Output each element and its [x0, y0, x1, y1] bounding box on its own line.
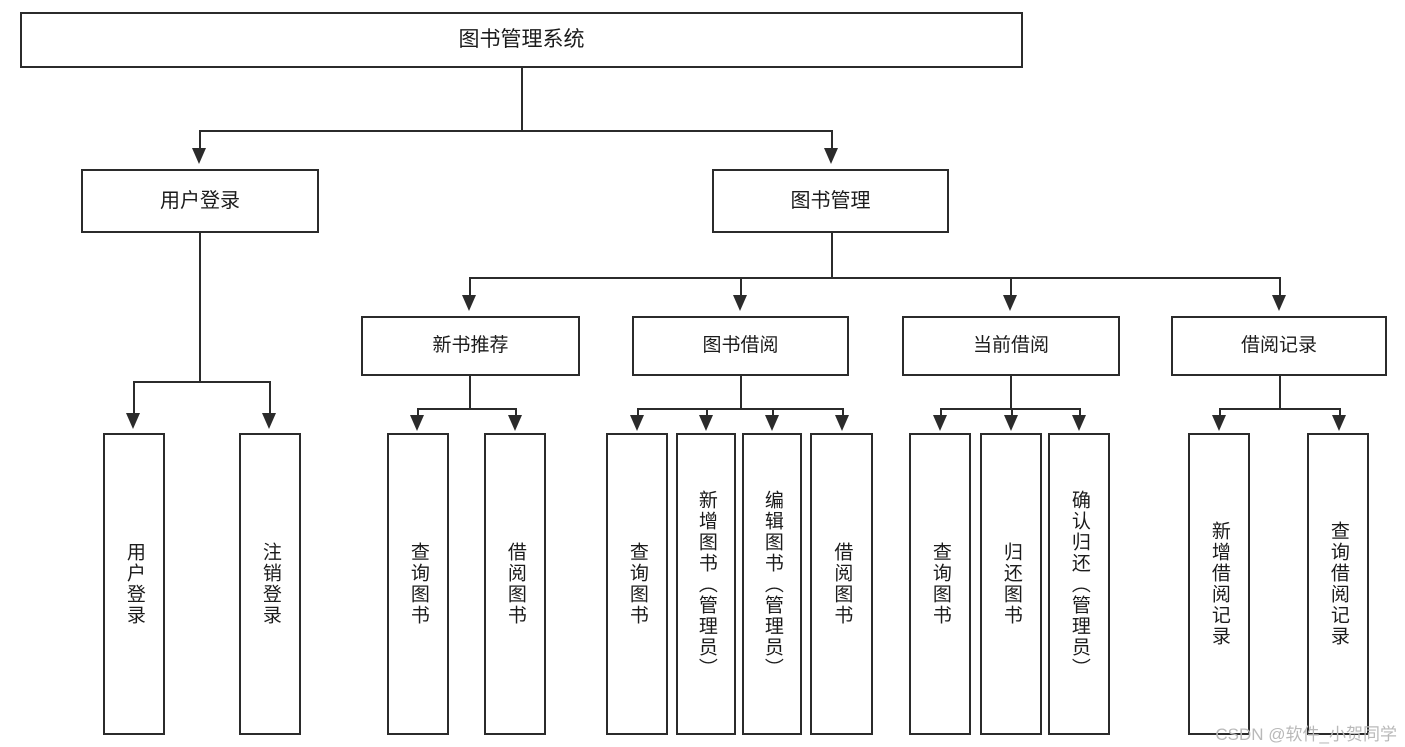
connector-to-leaf-query-book-3 — [940, 408, 942, 417]
connector-user-login-stem — [199, 233, 201, 381]
node-label: 查询图书 — [929, 542, 951, 626]
node-label: 借阅记录 — [1240, 335, 1317, 357]
leaf-user-login[interactable]: 用户登录 — [103, 433, 165, 735]
connector-to-current-borrow — [1010, 277, 1012, 297]
arrowhead-leaf-add-record — [1212, 415, 1226, 431]
node-label: 图书管理 — [790, 189, 871, 212]
arrowhead-book-borrow — [733, 295, 747, 311]
node-label: 用户登录 — [160, 189, 240, 212]
arrowhead-leaf-query-book-1 — [410, 415, 424, 431]
connector-to-leaf-borrow-book-2 — [842, 408, 844, 417]
arrowhead-leaf-logout — [262, 413, 276, 429]
connector-to-leaf-borrow-book-1 — [515, 408, 517, 417]
leaf-confirm-return-admin[interactable]: 确认归还（管理员） — [1048, 433, 1110, 735]
node-label: 图书管理系统 — [458, 27, 585, 51]
node-book-borrow[interactable]: 图书借阅 — [632, 316, 849, 376]
arrowhead-book-mgmt — [824, 148, 838, 164]
node-label: 注销登录 — [259, 542, 281, 626]
node-book-management[interactable]: 图书管理 — [712, 169, 949, 233]
arrowhead-leaf-add-book — [699, 415, 713, 431]
node-label: 当前借阅 — [972, 335, 1049, 357]
node-label: 用户登录 — [123, 542, 145, 626]
node-current-borrow[interactable]: 当前借阅 — [902, 316, 1120, 376]
arrowhead-borrow-record — [1272, 295, 1286, 311]
arrowhead-leaf-query-book-2 — [630, 415, 644, 431]
connector-new-book-rec-stem — [469, 376, 471, 408]
leaf-borrow-book[interactable]: 借阅图书 — [810, 433, 873, 735]
connector-root-stem — [521, 68, 523, 130]
leaf-query-borrow-record[interactable]: 查询借阅记录 — [1307, 433, 1369, 735]
connector-to-leaf-logout — [269, 381, 271, 415]
connector-to-borrow-record — [1279, 277, 1281, 297]
arrowhead-leaf-borrow-book-1 — [508, 415, 522, 431]
connector-book-borrow-stem — [740, 376, 742, 408]
connector-current-borrow-stem — [1010, 376, 1012, 408]
leaf-query-book-current[interactable]: 查询图书 — [909, 433, 971, 735]
connector-to-leaf-query-record — [1339, 408, 1341, 417]
arrowhead-leaf-borrow-book-2 — [835, 415, 849, 431]
connector-user-login-bus — [133, 381, 269, 383]
connector-borrow-record-bus — [1219, 408, 1339, 410]
node-user-login[interactable]: 用户登录 — [81, 169, 319, 233]
connector-to-new-book-rec — [469, 277, 471, 297]
connector-to-leaf-confirm-return — [1079, 408, 1081, 417]
leaf-edit-book-admin[interactable]: 编辑图书（管理员） — [742, 433, 802, 735]
connector-to-leaf-query-book-2 — [637, 408, 639, 417]
connector-book-borrow-bus — [637, 408, 842, 410]
connector-borrow-record-stem — [1279, 376, 1281, 408]
connector-book-mgmt-stem — [831, 233, 833, 277]
connector-to-leaf-edit-book — [772, 408, 774, 417]
connector-to-leaf-user-login — [133, 381, 135, 415]
connector-to-book-borrow — [740, 277, 742, 297]
node-label: 查询借阅记录 — [1327, 521, 1349, 647]
node-label: 查询图书 — [626, 542, 648, 626]
leaf-borrow-book-recommend[interactable]: 借阅图书 — [484, 433, 546, 735]
node-label: 图书借阅 — [702, 335, 779, 357]
connector-current-borrow-bus — [940, 408, 1080, 410]
node-label: 归还图书 — [1000, 542, 1022, 626]
leaf-add-book-admin[interactable]: 新增图书（管理员） — [676, 433, 736, 735]
connector-root-bus — [199, 130, 833, 132]
node-label: 新书推荐 — [432, 335, 509, 357]
arrowhead-new-book-rec — [462, 295, 476, 311]
node-label: 确认归还（管理员） — [1068, 489, 1090, 679]
connector-to-leaf-query-book-1 — [417, 408, 419, 417]
node-borrow-record[interactable]: 借阅记录 — [1171, 316, 1387, 376]
node-label: 借阅图书 — [831, 542, 853, 626]
arrowhead-leaf-user-login — [126, 413, 140, 429]
arrowhead-current-borrow — [1003, 295, 1017, 311]
connector-to-leaf-add-book — [706, 408, 708, 417]
connector-to-leaf-return-book — [1011, 408, 1013, 417]
arrowhead-leaf-query-record — [1332, 415, 1346, 431]
arrowhead-user-login — [192, 148, 206, 164]
leaf-query-book-borrow[interactable]: 查询图书 — [606, 433, 668, 735]
connector-book-mgmt-bus — [469, 277, 1280, 279]
arrowhead-leaf-query-book-3 — [933, 415, 947, 431]
node-label: 新增图书（管理员） — [695, 489, 717, 679]
node-label: 新增借阅记录 — [1208, 521, 1230, 647]
leaf-logout[interactable]: 注销登录 — [239, 433, 301, 735]
node-label: 查询图书 — [407, 542, 429, 626]
connector-root-to-user-login — [199, 130, 201, 150]
arrowhead-leaf-return-book — [1004, 415, 1018, 431]
connector-root-to-book-mgmt — [831, 130, 833, 150]
connector-to-leaf-add-record — [1219, 408, 1221, 417]
arrowhead-leaf-edit-book — [765, 415, 779, 431]
node-label: 借阅图书 — [504, 542, 526, 626]
connector-new-book-rec-bus — [417, 408, 515, 410]
node-new-book-recommend[interactable]: 新书推荐 — [361, 316, 580, 376]
node-root-system[interactable]: 图书管理系统 — [20, 12, 1023, 68]
leaf-return-book[interactable]: 归还图书 — [980, 433, 1042, 735]
arrowhead-leaf-confirm-return — [1072, 415, 1086, 431]
leaf-query-book-recommend[interactable]: 查询图书 — [387, 433, 449, 735]
node-label: 编辑图书（管理员） — [761, 489, 783, 679]
leaf-add-borrow-record[interactable]: 新增借阅记录 — [1188, 433, 1250, 735]
